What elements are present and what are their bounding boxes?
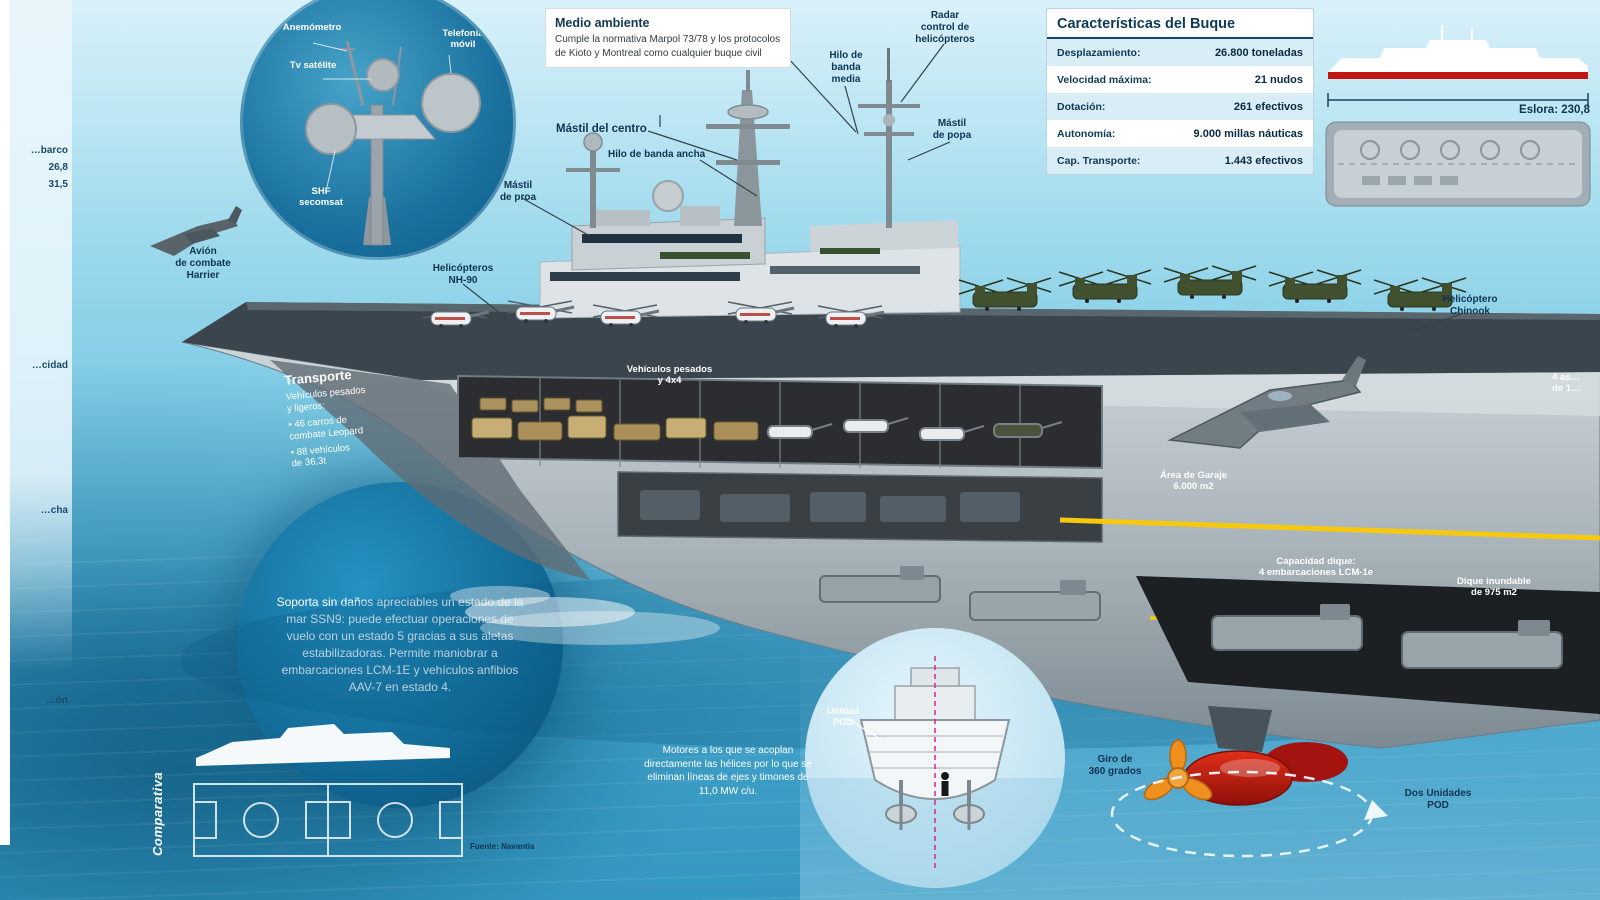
label-mastil-proa: Mástil de proa <box>499 180 537 203</box>
label-dos-unidades-pod: Dos Unidades POD <box>1404 788 1472 811</box>
label-avion-harrier: Avión de combate Harrier <box>175 246 231 281</box>
spec-value: 9.000 millas náuticas <box>1193 127 1303 140</box>
dock-well <box>1136 576 1600 714</box>
left-fragment: 31,5 <box>48 179 68 190</box>
spec-label: Autonomía: <box>1057 127 1116 140</box>
stability-text: Soporta sin daños apreciables un estado … <box>276 594 524 695</box>
pod-propeller <box>1143 739 1213 801</box>
spec-value: 26.800 toneladas <box>1214 46 1303 59</box>
spec-row: Cap. Transporte: 1.443 efectivos <box>1047 147 1313 174</box>
label-eslora: Eslora: 230,8 <box>1519 104 1590 116</box>
label-anemometro: Anemómetro <box>282 22 342 33</box>
left-fragment: …barco <box>30 145 68 156</box>
spec-row: Dotación: 261 efectivos <box>1047 93 1313 120</box>
left-fragment: …cha <box>40 505 68 516</box>
spec-label: Desplazamiento: <box>1057 46 1141 59</box>
label-vehiculos-pesados-deck: Vehículos pesados y 4x4 <box>626 364 713 387</box>
garage-deck-line <box>1059 517 1600 541</box>
fore-mast <box>566 132 620 228</box>
island-superstructure <box>539 206 961 319</box>
garage-vehicles <box>471 397 759 441</box>
label-giro-360: Giro de 360 grados <box>1088 754 1142 777</box>
spec-value: 21 nudos <box>1254 73 1303 86</box>
ship-profile-and-plan <box>1325 26 1591 207</box>
label-shf-secomsat: SHF secomsat <box>299 186 343 208</box>
scale-figure <box>941 772 949 780</box>
spec-row: Autonomía: 9.000 millas náuticas <box>1047 120 1313 147</box>
left-fragment: …ón <box>45 695 68 706</box>
harrier-on-deck <box>1167 356 1366 449</box>
left-fragment: 26,8 <box>48 162 68 173</box>
ship-silhouette <box>196 724 450 766</box>
caracteristicas-title: Características del Buque <box>1047 9 1313 39</box>
medio-ambiente-title: Medio ambiente <box>555 16 650 30</box>
label-capacidad-dique: Capacidad dique: 4 embarcaciones LCM-1e <box>1258 556 1374 579</box>
left-white-bar <box>0 0 10 845</box>
label-mastil-centro: Mástil del centro <box>556 123 647 135</box>
center-mast <box>652 70 790 226</box>
label-unidad-pod: Unidad POD <box>826 706 860 729</box>
comparativa-title: Comparativa <box>150 771 165 856</box>
label-dique-inundable: Dique inundable de 975 m2 <box>1457 576 1531 599</box>
hangar-helicopters <box>767 417 1063 441</box>
label-hilo-banda-ancha: Hilo de banda ancha <box>608 149 706 160</box>
profile-red-hull <box>1328 72 1588 79</box>
chinook-helicopters <box>958 265 1467 311</box>
medio-ambiente-body: Cumple la normativa Marpol 73/78 y los p… <box>555 34 781 59</box>
pod-sternview-circle <box>805 628 1065 888</box>
machinery-blocks <box>640 490 1020 522</box>
caracteristicas-panel: Características del Buque Desplazamiento… <box>1046 8 1314 175</box>
comparativa-diagram <box>193 724 463 857</box>
mast-detail <box>305 40 481 246</box>
spec-row: Velocidad máxima: 21 nudos <box>1047 66 1313 93</box>
landing-spots <box>1360 140 1540 160</box>
left-fragment: …cidad <box>31 360 68 371</box>
spec-value: 261 efectivos <box>1233 100 1303 113</box>
transporte-block: Transporte Vehículos pesados y ligeros: … <box>284 360 444 475</box>
left-cropped-panel <box>0 0 72 860</box>
label-tv-satelite: Tv satélite <box>289 60 337 71</box>
label-helicopteros-nh90: Helicópteros NH-90 <box>432 263 494 286</box>
lcm-craft <box>1211 604 1563 669</box>
boats-alongside <box>819 566 1101 621</box>
label-hilo-banda-media: Hilo de banda media <box>829 50 863 85</box>
aft-mast <box>858 48 920 228</box>
bow-shading <box>270 360 590 580</box>
label-helicoptero-chinook: Helicóptero Chinook <box>1442 294 1498 317</box>
spec-label: Dotación: <box>1057 100 1106 113</box>
rotation-arrowhead <box>1364 800 1388 820</box>
bow-foam <box>450 586 720 645</box>
medio-ambiente-box: Medio ambiente Cumple la normativa Marpo… <box>545 8 791 68</box>
label-radar-helicopteros: Radar control de helicópteros <box>915 10 975 45</box>
spec-value: 1.443 efectivos <box>1224 154 1303 167</box>
spec-row: Desplazamiento: 26.800 toneladas <box>1047 39 1313 66</box>
fuente-credit: Fuente: Navantia <box>470 842 535 851</box>
pod-unit <box>1110 706 1388 858</box>
ship-illustration <box>150 48 1600 858</box>
football-fields <box>193 783 463 857</box>
flight-deck <box>182 302 1600 380</box>
pod-description: Motores a los que se acoplan directament… <box>644 745 812 797</box>
profile-silhouette <box>1328 40 1588 72</box>
label-ascensores: 4 as… de 1… <box>1552 372 1581 395</box>
nh90-helicopters <box>422 300 885 328</box>
label-area-garaje: Área de Garaje 6.000 m2 <box>1159 470 1228 493</box>
harrier-flying <box>150 206 242 256</box>
label-telefonia-movil: Telefonía móvil <box>442 28 484 50</box>
spec-label: Cap. Transporte: <box>1057 154 1141 167</box>
spec-label: Velocidad máxima: <box>1057 73 1152 86</box>
mast-inset-circle: Anemómetro Tv satélite Telefonía móvil S… <box>240 0 516 260</box>
eslora-dimension-line <box>1327 93 1589 107</box>
label-mastil-popa: Mástil de popa <box>932 118 972 141</box>
